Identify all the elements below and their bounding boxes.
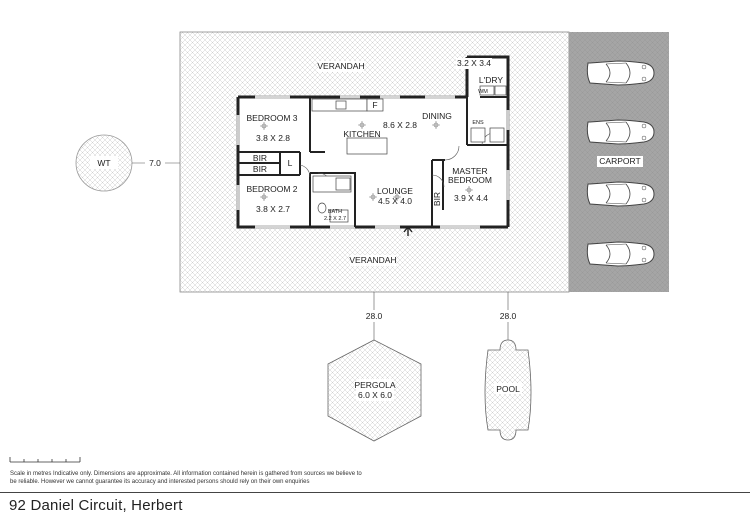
- carport-label: CARPORT: [599, 156, 640, 166]
- linen-label: L: [288, 158, 293, 168]
- water-tank-label: WT: [97, 158, 110, 168]
- pergola-label: PERGOLA: [354, 380, 395, 390]
- bedroom3-size: 3.8 X 2.8: [256, 133, 290, 143]
- wt-distance-label: 7.0: [149, 158, 161, 168]
- house-footprint: [238, 97, 508, 227]
- bir-label: BIR: [253, 164, 267, 174]
- bir-label-vertical: BIR: [432, 192, 442, 206]
- carport-label-bg: [597, 156, 643, 167]
- master-bedroom-label-2: BEDROOM: [448, 175, 492, 185]
- car-icon: [586, 241, 655, 267]
- kitchen-label: KITCHEN: [343, 129, 380, 139]
- pool-label-bg: [494, 383, 522, 394]
- pool-distance-label: 28.0: [500, 311, 517, 321]
- bath-label: BATH: [328, 209, 342, 215]
- verandah-top-label: VERANDAH: [317, 61, 364, 71]
- master-bedroom-label-1: MASTER: [452, 166, 487, 176]
- master-bedroom-size: 3.9 X 4.4: [454, 193, 488, 203]
- window-lines: [236, 95, 510, 229]
- property-address: 92 Daniel Circuit, Herbert: [9, 497, 183, 514]
- floor-plan: VERANDAH VERANDAH 3.2 X 3.4 L'DRY WM ENS…: [9, 31, 669, 463]
- pool-label: POOL: [496, 384, 520, 394]
- car-icon: [586, 119, 655, 145]
- footer-divider: [0, 492, 750, 493]
- lounge-label: LOUNGE: [377, 186, 413, 196]
- bedroom2-size: 3.8 X 2.7: [256, 204, 290, 214]
- bedroom2-label: BEDROOM 2: [246, 184, 297, 194]
- car-icon: [586, 60, 655, 86]
- verandah-top-bg: [318, 61, 364, 72]
- interior-walls: [238, 96, 508, 227]
- verandah-bottom-bg: [350, 255, 396, 266]
- laundry-area-bg: [456, 58, 492, 69]
- pergola-distance-bg: [362, 310, 386, 322]
- windows: [236, 95, 510, 229]
- pergola-label-bg: [356, 379, 394, 401]
- disclaimer-text: Scale in metres Indicative only. Dimensi…: [10, 471, 362, 485]
- dining-label: DINING: [422, 111, 452, 121]
- pergola-size: 6.0 X 6.0: [358, 390, 392, 400]
- light-points: [260, 121, 473, 201]
- scale-bar: [9, 457, 81, 463]
- ensuite-label: ENS: [472, 120, 484, 126]
- bath-fittings: [312, 175, 352, 223]
- kitchen-fittings: [311, 98, 388, 155]
- pool-distance-bg: [496, 310, 520, 322]
- wt-distance-bg: [145, 156, 165, 169]
- bir-label: BIR: [253, 153, 267, 163]
- lounge-size: 4.5 X 4.0: [378, 196, 412, 206]
- laundry-area-label: 3.2 X 3.4: [457, 58, 491, 68]
- pergola-distance-label: 28.0: [366, 311, 383, 321]
- ensuite-fittings: [470, 85, 507, 143]
- verandah-bottom-label: VERANDAH: [349, 255, 396, 265]
- bath-size: 2.2 X 2.7: [324, 216, 346, 222]
- water-tank-label-bg: [90, 156, 118, 169]
- car-icon: [586, 181, 655, 207]
- bedroom3-label: BEDROOM 3: [246, 113, 297, 123]
- kitchen-dining-size: 8.6 X 2.8: [383, 120, 417, 130]
- entry-arrow-icon: [403, 225, 413, 236]
- wm-label: WM: [478, 89, 488, 95]
- laundry-label: L'DRY: [479, 75, 503, 85]
- fridge-label: F: [372, 100, 377, 110]
